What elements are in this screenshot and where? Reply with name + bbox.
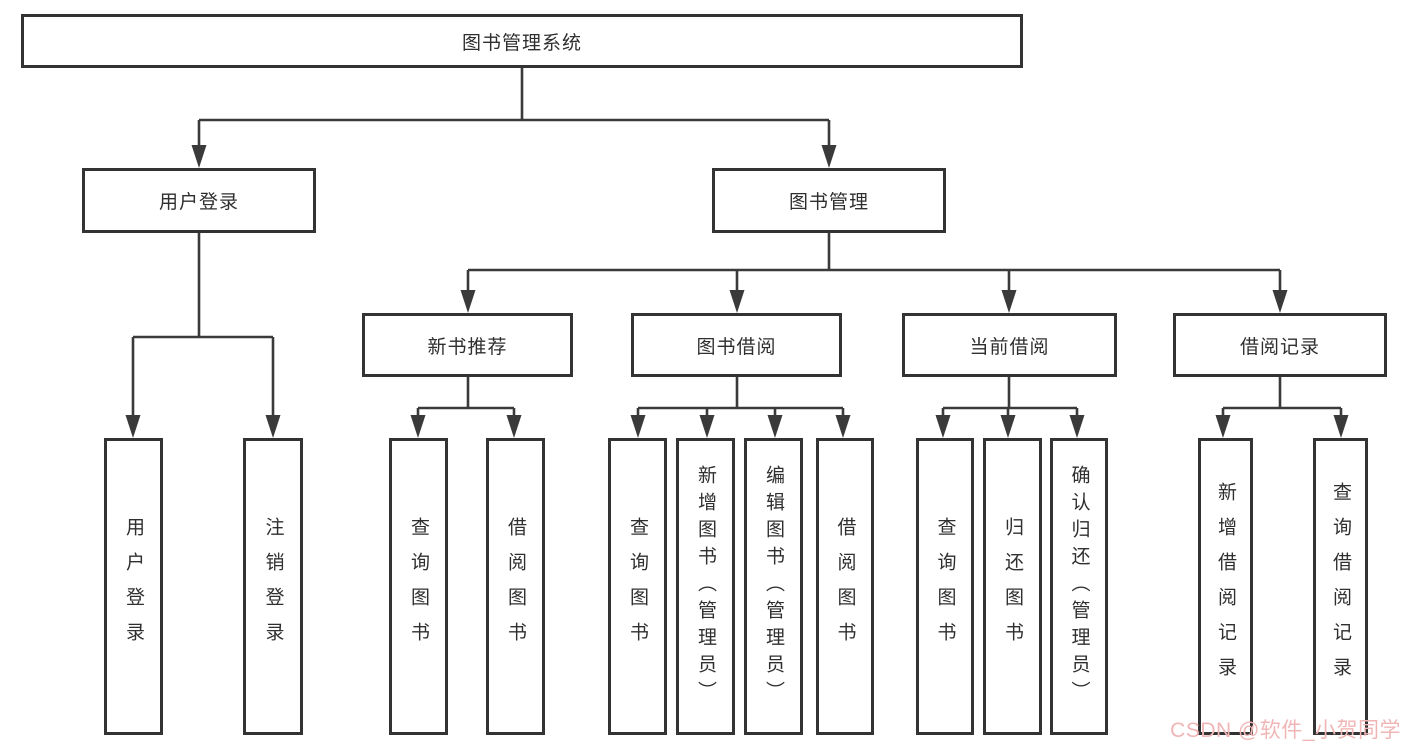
node-borrow-record: 借阅记录 xyxy=(1173,313,1387,377)
leaf-current-confirm-return-admin: 确认归还（管理员） xyxy=(1050,438,1108,735)
leaf-newbook-borrow-book: 借阅图书 xyxy=(486,438,545,735)
connector-root-to-level2 xyxy=(191,68,837,168)
leaf-record-add-record: 新增借阅记录 xyxy=(1198,438,1253,735)
csdn-watermark: CSDN @软件_小贺同学 xyxy=(1170,719,1401,742)
leaf-borrow-borrow-book: 借阅图书 xyxy=(816,438,874,735)
leaf-logout: 注销登录 xyxy=(243,438,303,735)
leaf-borrow-add-book-admin: 新增图书（管理员） xyxy=(676,438,735,735)
node-book-management: 图书管理 xyxy=(712,168,946,233)
connector-newbook-to-leaves xyxy=(410,377,522,438)
leaf-user-login: 用户登录 xyxy=(104,438,163,735)
connector-userlogin-to-leaves xyxy=(125,233,281,438)
leaf-current-return-book: 归还图书 xyxy=(983,438,1042,735)
leaf-current-query-book: 查询图书 xyxy=(916,438,974,735)
node-current-borrow: 当前借阅 xyxy=(902,313,1117,377)
leaf-borrow-edit-book-admin: 编辑图书（管理员） xyxy=(744,438,803,735)
node-new-book-recommend: 新书推荐 xyxy=(362,313,573,377)
leaf-newbook-query-book: 查询图书 xyxy=(389,438,448,735)
node-user-login: 用户登录 xyxy=(82,168,316,233)
connector-bookmgmt-to-level3 xyxy=(460,233,1288,313)
leaf-borrow-query-book: 查询图书 xyxy=(608,438,667,735)
leaf-record-query-record: 查询借阅记录 xyxy=(1313,438,1368,735)
connector-borrowrecord-to-leaves xyxy=(1215,377,1349,438)
node-library-system: 图书管理系统 xyxy=(21,14,1023,68)
connector-currentborrow-to-leaves xyxy=(935,377,1085,438)
node-book-borrow: 图书借阅 xyxy=(631,313,842,377)
connector-bookborrow-to-leaves xyxy=(630,377,851,438)
